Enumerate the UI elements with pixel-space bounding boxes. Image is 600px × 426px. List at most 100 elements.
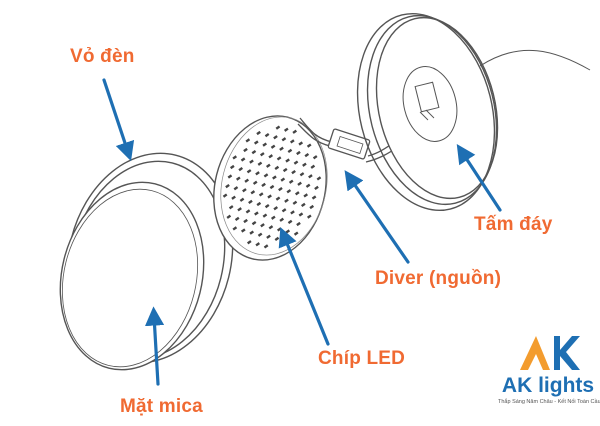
led-chip: [257, 161, 263, 166]
led-chip: [222, 193, 228, 198]
led-chip: [306, 143, 312, 148]
label-chip-led: Chíp LED: [318, 348, 406, 369]
led-chip: [266, 234, 271, 239]
led-chip: [275, 196, 281, 201]
led-chip: [232, 155, 238, 160]
led-chip: [269, 184, 275, 190]
led-chip: [263, 173, 269, 178]
led-chip: [245, 209, 251, 214]
led-chip: [274, 165, 280, 171]
led-chip: [254, 211, 259, 216]
led-chip: [258, 192, 264, 197]
led-chip: [260, 223, 265, 228]
led-chip: [280, 177, 286, 182]
led-chip: [249, 230, 255, 235]
arrow-diver: [344, 170, 410, 264]
led-chip: [232, 226, 238, 231]
label-tam-day: Tấm đáy: [474, 214, 553, 235]
label-diver: Diver (nguồn): [375, 268, 502, 289]
led-chip: [257, 232, 263, 237]
led-chip: [284, 198, 289, 203]
label-vo-den: Vỏ đèn: [70, 46, 135, 67]
led-chip: [256, 130, 261, 136]
led-chip: [286, 189, 292, 194]
led-chip: [282, 167, 288, 173]
base-plate-drawing: [356, 12, 591, 212]
led-chip: [235, 176, 241, 181]
led-chip: [304, 152, 310, 158]
led-chip: [264, 132, 270, 138]
led-chip: [279, 217, 285, 222]
led-chip: [240, 228, 246, 233]
led-chip: [237, 207, 242, 212]
led-chip: [289, 139, 295, 144]
led-chip: [296, 150, 301, 156]
led-chip: [272, 175, 277, 180]
led-chip: [242, 188, 247, 193]
led-chip: [243, 147, 248, 153]
led-chip: [287, 148, 293, 154]
led-chip: [270, 144, 276, 149]
led-chip: [249, 159, 254, 164]
led-chip: [229, 164, 235, 170]
arrow-chip-led: [278, 227, 330, 346]
arrows: [102, 78, 502, 386]
led-chip: [303, 193, 309, 198]
led-chip: [225, 183, 230, 189]
led-chip: [298, 141, 304, 146]
led-chip: [316, 176, 322, 181]
led-chip: [240, 157, 246, 162]
lamp-housing-drawing: [59, 152, 234, 371]
led-chips: [222, 125, 322, 249]
led-chip: [312, 155, 318, 160]
led-chip: [292, 200, 298, 205]
led-chip: [310, 164, 316, 169]
led-chip: [281, 137, 287, 142]
label-mat-mica: Mặt mica: [120, 396, 203, 417]
led-chip: [267, 194, 272, 199]
led-chip: [234, 216, 240, 222]
led-chip: [281, 208, 287, 213]
led-chip: [292, 129, 298, 134]
led-chip: [262, 142, 268, 147]
led-chip: [311, 195, 317, 200]
led-chip: [261, 182, 266, 188]
arrow-vo-den: [102, 78, 135, 162]
arrow-mat-mica: [144, 306, 165, 386]
led-chip: [251, 220, 257, 226]
led-chip: [291, 169, 296, 175]
led-chip: [265, 163, 271, 168]
led-chip: [273, 206, 279, 211]
led-chip: [226, 214, 232, 219]
led-chip: [259, 152, 265, 157]
led-chip: [276, 156, 282, 161]
led-chip: [268, 225, 274, 230]
led-board-drawing: [213, 115, 328, 261]
brand-logo: AK lights Thắp Sáng Năm Châu - Kết Nối T…: [498, 336, 600, 420]
led-chip: [253, 140, 259, 145]
led-chip: [255, 242, 261, 247]
led-chip: [273, 135, 278, 140]
led-chip: [227, 174, 233, 179]
led-chip: [309, 204, 315, 210]
led-chip: [285, 158, 290, 163]
led-chip: [287, 219, 293, 225]
led-chip: [293, 160, 299, 165]
led-chip: [264, 203, 270, 209]
led-chip: [250, 190, 256, 195]
led-chip: [270, 215, 276, 220]
led-chip: [245, 138, 251, 143]
led-chip: [278, 186, 283, 192]
led-chip: [299, 172, 305, 177]
led-chip: [305, 183, 311, 188]
led-chip: [255, 171, 260, 176]
led-chip: [274, 236, 280, 242]
led-chip: [228, 205, 234, 210]
led-chip: [239, 197, 245, 202]
led-chip: [297, 181, 302, 186]
led-chip: [243, 218, 248, 224]
led-chip: [283, 127, 289, 132]
led-chip: [248, 199, 253, 205]
brand-name: AK lights: [501, 374, 595, 397]
led-chip: [246, 240, 252, 245]
